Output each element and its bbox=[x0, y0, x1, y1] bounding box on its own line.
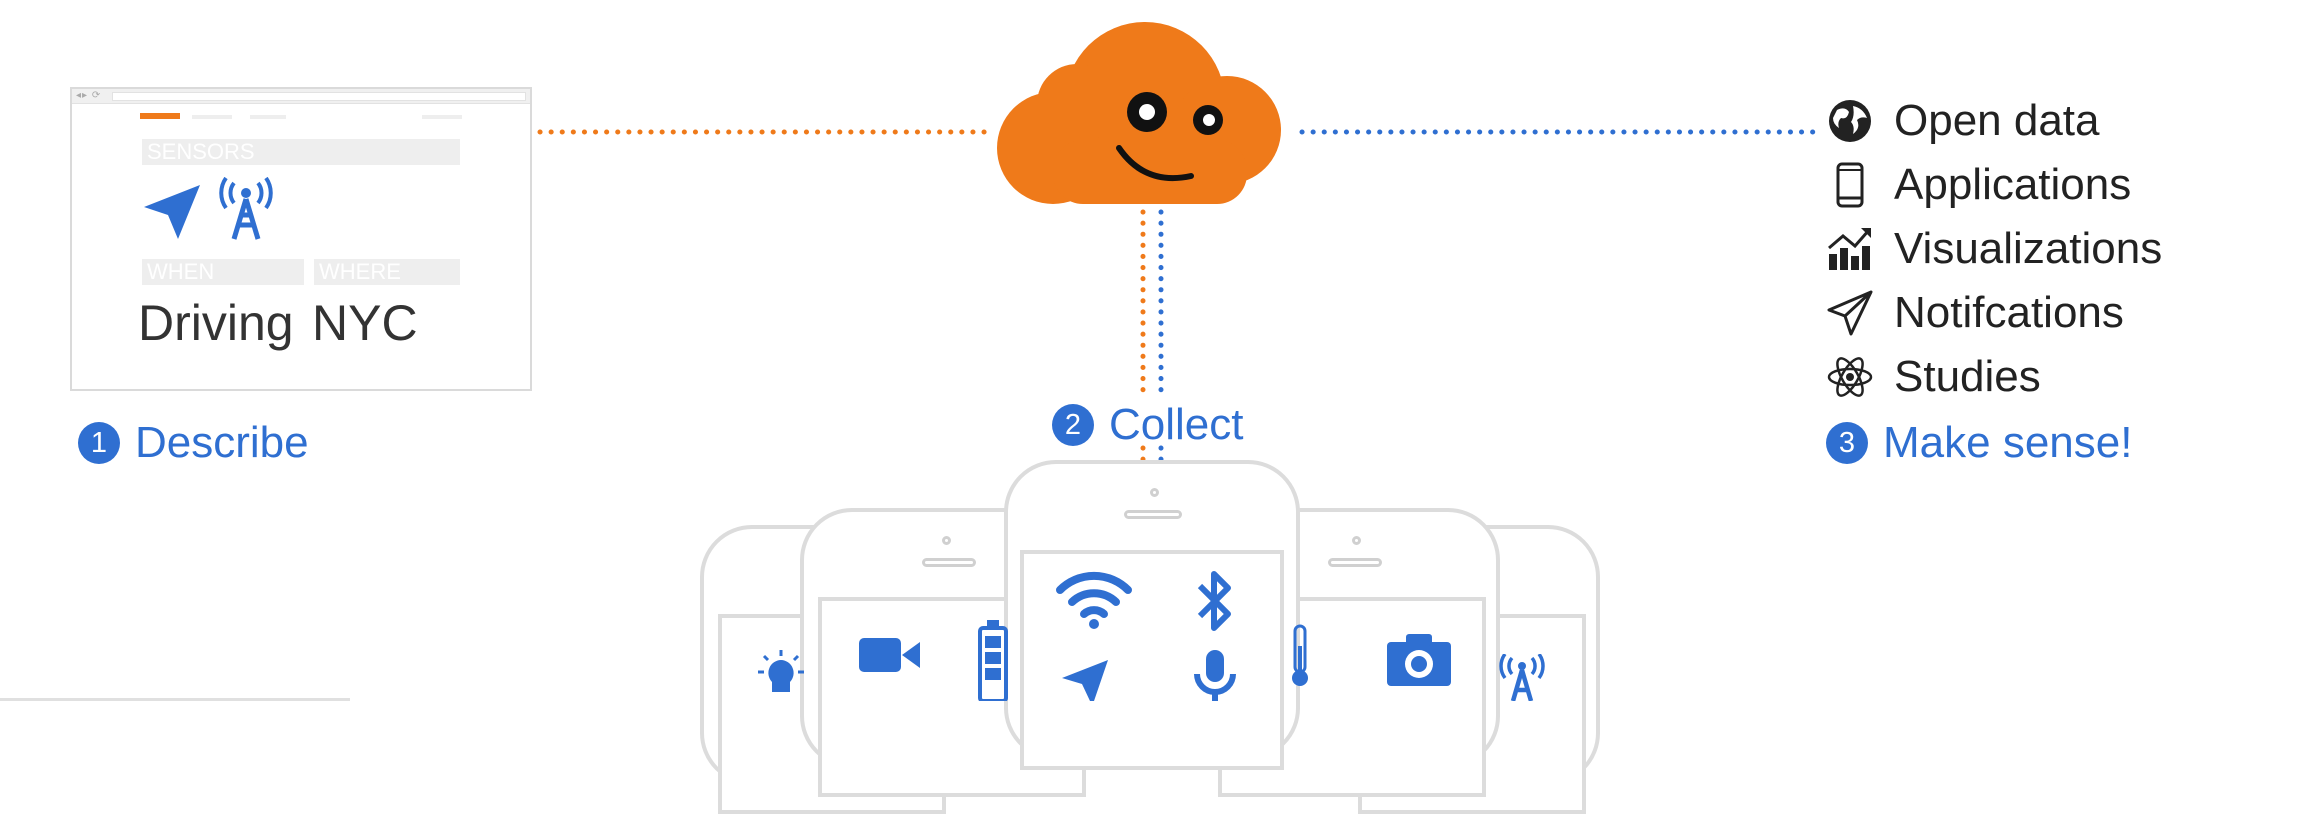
step-number-badge: 3 bbox=[1826, 422, 1868, 464]
step-label: Collect bbox=[1109, 400, 1244, 449]
bottom-divider bbox=[0, 698, 350, 701]
atom-icon bbox=[1826, 353, 1874, 401]
output-item-open-data: Open data bbox=[1826, 89, 2162, 153]
microphone-icon bbox=[1194, 650, 1236, 701]
wifi-icon bbox=[1056, 571, 1132, 629]
when-label: WHEN bbox=[147, 259, 215, 284]
connector-lines bbox=[537, 129, 1823, 463]
step-number-badge: 1 bbox=[78, 422, 120, 464]
sensors-label: SENSORS bbox=[147, 139, 255, 164]
browser-tab bbox=[250, 115, 286, 119]
step-number-badge: 2 bbox=[1052, 404, 1094, 446]
step-label: Describe bbox=[135, 418, 309, 467]
location-arrow-icon bbox=[144, 185, 200, 239]
browser-address-bar bbox=[112, 92, 526, 101]
browser-nav-icons: ◂▸ ⟳ bbox=[76, 90, 102, 101]
phone-center bbox=[1004, 460, 1300, 770]
cloud-face bbox=[1116, 92, 1223, 182]
where-label: WHERE bbox=[319, 259, 401, 284]
phone-camera bbox=[1150, 488, 1159, 497]
step-make-sense: 3 Make sense! bbox=[1826, 418, 2132, 468]
video-camera-icon bbox=[859, 638, 920, 672]
chart-icon bbox=[1826, 225, 1874, 273]
bluetooth-icon bbox=[1197, 571, 1231, 631]
phone-speaker bbox=[922, 558, 976, 567]
step-collect: 2 Collect bbox=[1052, 400, 1244, 450]
location-arrow-icon bbox=[1062, 660, 1108, 701]
thermometer-icon bbox=[1292, 624, 1308, 686]
where-value: NYC bbox=[312, 295, 418, 351]
cloud-icon bbox=[997, 22, 1281, 204]
output-item-notifications: Notifcations bbox=[1826, 281, 2162, 345]
when-field[interactable]: WHEN bbox=[142, 259, 304, 285]
when-value: Driving bbox=[138, 295, 294, 351]
phone-speaker bbox=[1328, 558, 1382, 567]
globe-icon bbox=[1826, 97, 1874, 145]
step-label: Make sense! bbox=[1883, 418, 2133, 467]
phone-speaker bbox=[1124, 510, 1182, 519]
output-item-applications: Applications bbox=[1826, 153, 2162, 217]
output-label: Visualizations bbox=[1894, 224, 2163, 273]
battery-icon bbox=[978, 620, 1008, 701]
browser-tab-active bbox=[140, 113, 180, 119]
paper-plane-icon bbox=[1826, 289, 1874, 337]
antenna-icon bbox=[1499, 654, 1545, 701]
output-label: Studies bbox=[1894, 352, 2041, 401]
browser-mockup: ◂▸ ⟳ SENSORS WHEN WHERE Driving NYC bbox=[70, 87, 532, 391]
output-item-visualizations: Visualizations bbox=[1826, 217, 2162, 281]
browser-tab bbox=[192, 115, 232, 119]
where-field[interactable]: WHERE bbox=[314, 259, 460, 285]
smartphone-icon bbox=[1826, 161, 1874, 209]
step-describe: 1 Describe bbox=[78, 418, 309, 468]
output-label: Notifcations bbox=[1894, 288, 2124, 337]
lightbulb-icon bbox=[758, 650, 804, 692]
output-label: Applications bbox=[1894, 160, 2132, 209]
output-label: Open data bbox=[1894, 96, 2100, 145]
sensors-field[interactable]: SENSORS bbox=[142, 139, 460, 165]
phone-camera bbox=[942, 536, 951, 545]
camera-icon bbox=[1387, 634, 1451, 686]
phone-camera bbox=[1352, 536, 1361, 545]
antenna-icon bbox=[219, 177, 273, 240]
browser-toolbar: ◂▸ ⟳ bbox=[72, 89, 530, 104]
outputs-list: Open data Applications Visualizations No… bbox=[1826, 89, 2162, 409]
output-item-studies: Studies bbox=[1826, 345, 2162, 409]
browser-tab bbox=[422, 115, 462, 119]
